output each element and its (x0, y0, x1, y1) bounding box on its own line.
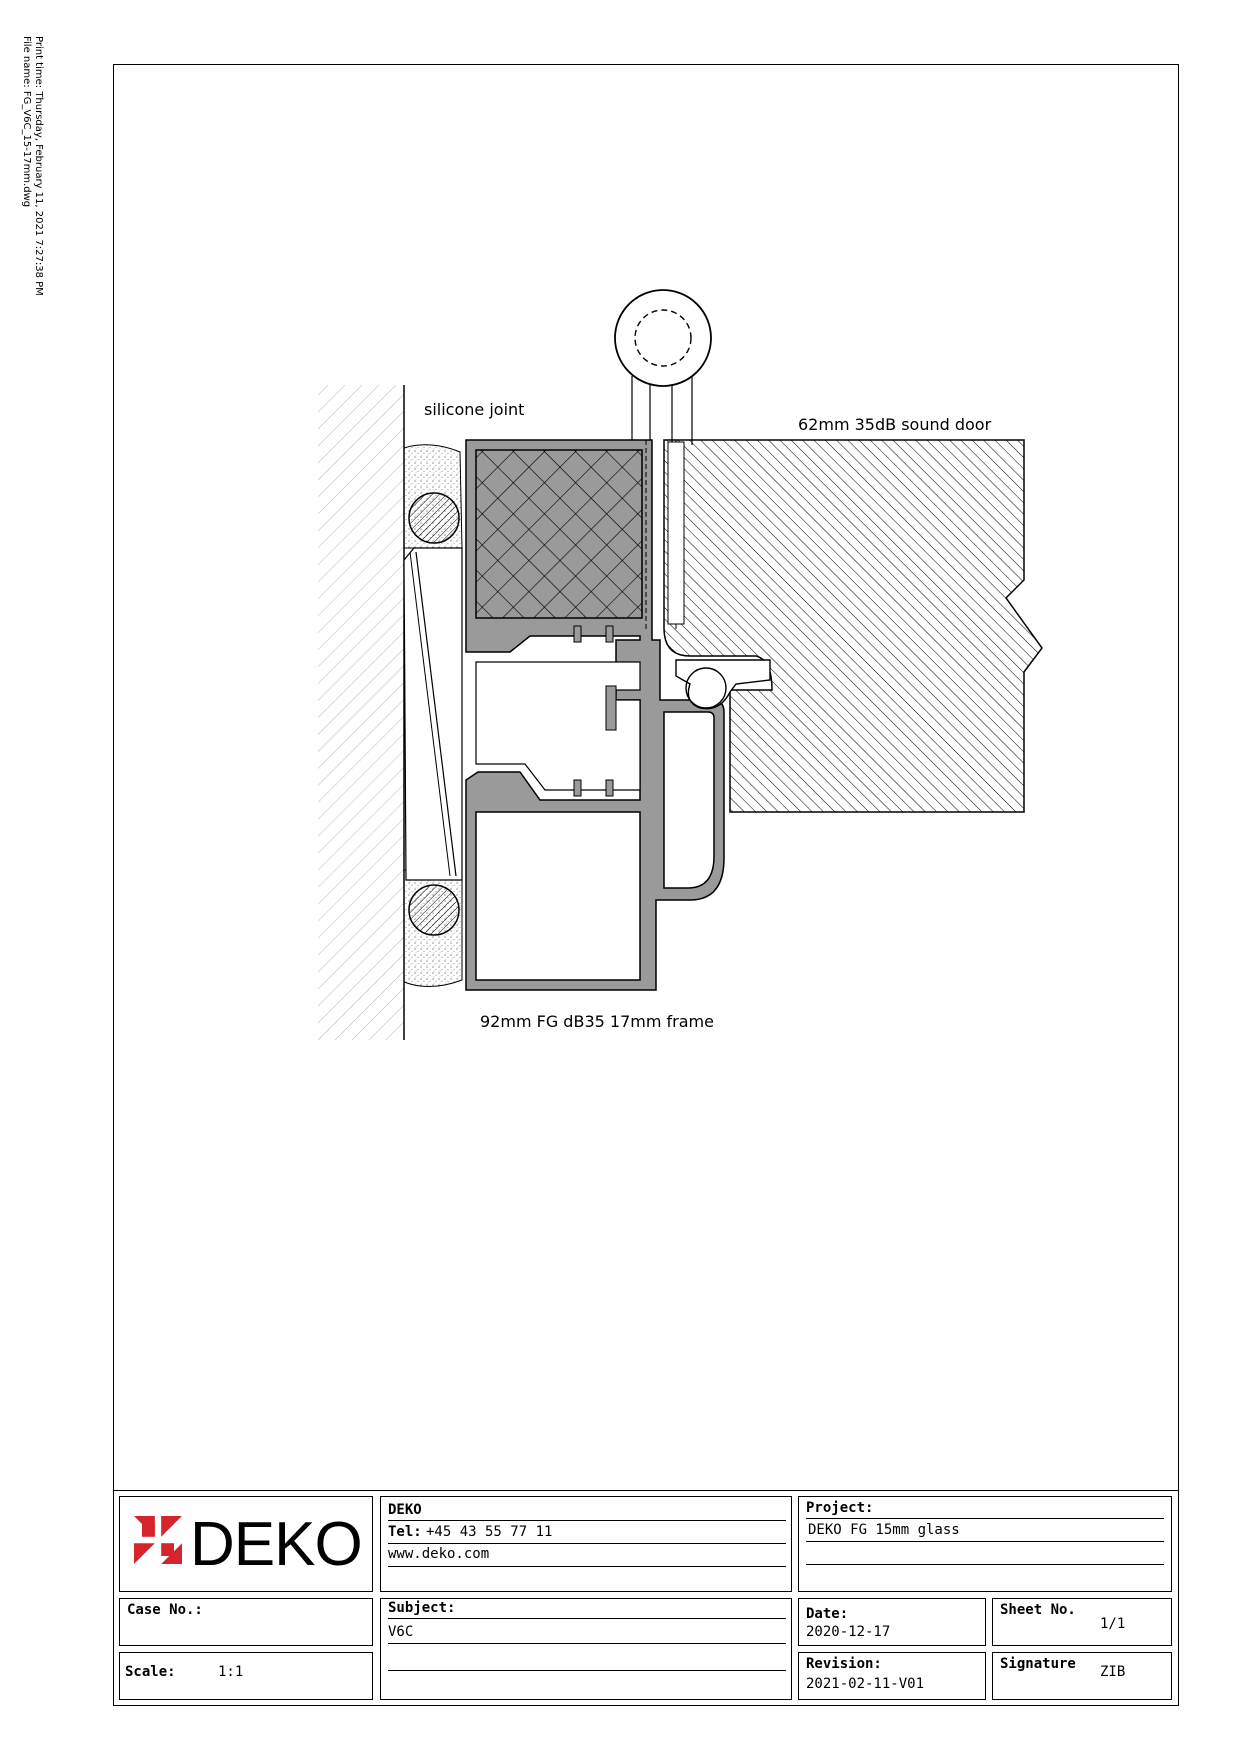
hinge-circle (614, 289, 712, 387)
subject-value: V6C (388, 1624, 414, 1640)
subject-box (380, 1598, 792, 1700)
label-sound-door: 62mm 35dB sound door (798, 415, 992, 434)
web-address: www.deko.com (388, 1546, 490, 1562)
subject-rule-3 (388, 1670, 786, 1671)
project-rule-1 (806, 1518, 1164, 1519)
shim-diagonal-2 (409, 551, 451, 877)
signature-label: Signature (1000, 1656, 1076, 1672)
seal-gasket (675, 659, 771, 710)
revision-label: Revision: (806, 1656, 882, 1672)
backer-rod-bottom (408, 884, 460, 936)
hinge-pin-dashed (634, 309, 692, 367)
sheet-value: 1/1 (1100, 1616, 1126, 1632)
company-box (380, 1496, 792, 1592)
title-block-top-line (113, 1490, 1179, 1491)
frame-chamber-right (663, 711, 715, 889)
subject-rule-2 (388, 1643, 786, 1644)
backer-rod-top (408, 492, 460, 544)
door-rebate-slot (667, 441, 685, 625)
signature-value: ZIB (1100, 1664, 1126, 1680)
logo-text: DEKO (190, 1510, 363, 1579)
tel-label: Tel: (388, 1524, 422, 1540)
frame-fin-3 (573, 779, 582, 797)
label-silicone-joint: silicone joint (424, 400, 525, 419)
project-box (798, 1496, 1172, 1592)
sheet-border (113, 64, 1179, 1706)
shim-diagonal (415, 551, 457, 877)
subject-rule-1 (388, 1618, 786, 1619)
project-rule-3 (806, 1564, 1164, 1565)
seal-bulb (685, 667, 727, 709)
frame-fin-5 (605, 685, 617, 731)
company-rule-1 (388, 1520, 786, 1521)
shim-wedge (403, 547, 463, 881)
subject-label: Subject: (388, 1600, 456, 1616)
tel-value: +45 43 55 77 11 (426, 1524, 553, 1540)
date-box (798, 1598, 986, 1646)
scale-value: 1:1 (218, 1664, 244, 1680)
date-label: Date: (806, 1606, 849, 1622)
scale-box (119, 1652, 373, 1700)
scale-label: Scale: (125, 1664, 176, 1680)
case-box (119, 1598, 373, 1646)
company-rule-2 (388, 1543, 786, 1544)
insulation-core (475, 449, 643, 619)
wall-hatch (318, 385, 404, 1040)
date-value: 2020-12-17 (806, 1624, 891, 1640)
revision-box (798, 1652, 986, 1700)
logo-box (119, 1496, 373, 1592)
project-label: Project: (806, 1500, 874, 1516)
company-rule-3 (388, 1566, 786, 1567)
signature-box (992, 1652, 1172, 1700)
sheet-box (992, 1598, 1172, 1646)
sheet-label: Sheet No. (1000, 1602, 1076, 1618)
project-rule-2 (806, 1541, 1164, 1542)
project-value: DEKO FG 15mm glass (808, 1522, 960, 1538)
case-label: Case No.: (127, 1602, 203, 1618)
company-name: DEKO (388, 1502, 422, 1518)
frame-fin-1 (573, 625, 582, 643)
frame-fin-2 (605, 625, 614, 643)
label-frame: 92mm FG dB35 17mm frame (480, 1012, 714, 1031)
deko-logo-icon (134, 1516, 182, 1564)
frame-chamber-lower (475, 811, 641, 981)
frame-chamber-middle (475, 661, 641, 791)
frame-fin-4 (605, 779, 614, 797)
revision-value: 2021-02-11-V01 (806, 1676, 925, 1692)
